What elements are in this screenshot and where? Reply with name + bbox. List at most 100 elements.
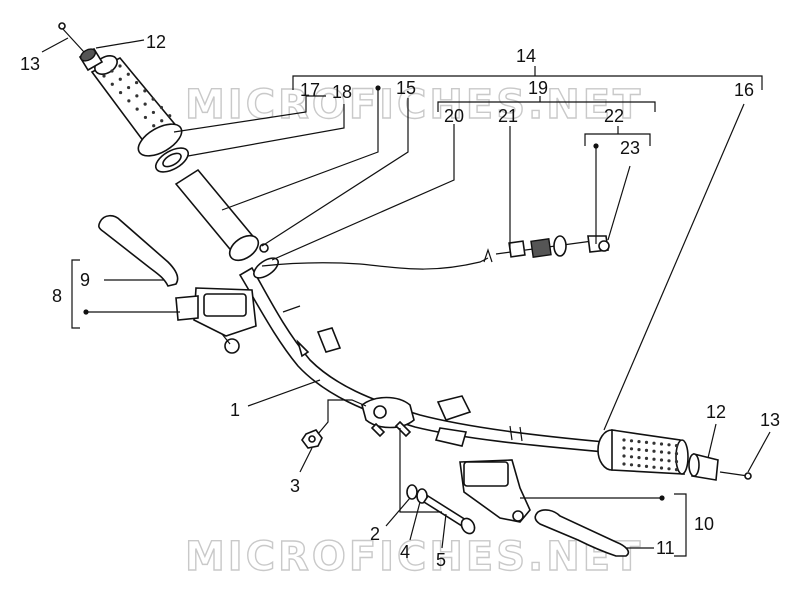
grip-texture-dot (652, 465, 656, 469)
grip-texture-dot (629, 455, 634, 459)
right-bar-end-screw (719, 471, 752, 480)
nut (301, 429, 323, 449)
leader-lines (41, 37, 771, 557)
grip-texture-dot (127, 99, 131, 103)
right-grip-dots (622, 438, 679, 472)
grip-texture-dot (667, 467, 671, 471)
throttle-cable (261, 257, 489, 270)
grip-texture-dot (637, 464, 641, 468)
right-brake-lever (534, 509, 630, 557)
grip-texture-dot (674, 452, 679, 456)
grip-texture-dot (637, 456, 641, 460)
grip-texture-dot (644, 440, 649, 444)
left-grip-dots (102, 64, 172, 128)
callout-5: 5 (436, 550, 446, 570)
grip-texture-dot (622, 462, 626, 466)
watermark-bottom: MICROFICHES.NET (185, 534, 643, 580)
grip-texture-dot (652, 457, 656, 461)
callout-19: 19 (528, 78, 548, 98)
callout-16: 16 (734, 80, 754, 100)
callout-23: 23 (620, 138, 640, 158)
callout-4: 4 (400, 542, 410, 562)
washer-lock (416, 488, 428, 504)
grip-texture-dot (667, 451, 671, 455)
grip-texture-dot (629, 463, 634, 467)
grip-texture-dot (659, 458, 664, 462)
grip-texture-dot (659, 450, 664, 454)
callout-numbers: 13 12 14 17 18 15 19 16 20 21 22 23 9 8 … (20, 32, 780, 570)
left-master-cylinder (175, 287, 257, 354)
callout-13-right: 13 (760, 410, 780, 430)
callout-20: 20 (444, 106, 464, 126)
grip-texture-dot (622, 454, 626, 458)
grip-texture-dot (667, 459, 671, 463)
right-bar-end-cap (688, 452, 719, 481)
callout-11: 11 (656, 538, 675, 558)
grip-texture-dot (168, 114, 172, 118)
grip-texture-dot (110, 82, 114, 86)
grip-texture-dot (118, 90, 123, 95)
right-grip (597, 429, 689, 475)
grip-texture-dot (637, 448, 641, 452)
grip-texture-dot (622, 446, 626, 450)
grip-texture-dot (102, 74, 106, 78)
grip-texture-dot (674, 460, 679, 464)
grip-texture-dot (674, 444, 679, 448)
grip-texture-dot (644, 448, 649, 452)
grip-texture-dot (159, 105, 164, 110)
grip-texture-dot (152, 124, 156, 128)
callout-10: 10 (694, 514, 714, 534)
callout-15: 15 (396, 78, 416, 98)
right-master-cylinder (459, 459, 531, 523)
grip-texture-dot (652, 449, 656, 453)
grip-texture-dot (652, 441, 656, 445)
watermark-top: MICROFICHES.NET (185, 82, 643, 128)
callout-2: 2 (370, 524, 380, 544)
grip-texture-dot (135, 94, 139, 98)
grip-texture-dot (659, 466, 664, 470)
grip-texture-dot (143, 102, 147, 106)
left-bar-end-screw (58, 22, 85, 53)
grip-texture-dot (674, 468, 679, 472)
left-bar-end-cap (78, 47, 104, 72)
grip-texture-dot (126, 72, 130, 76)
callout-22: 22 (604, 106, 624, 126)
grip-texture-dot (644, 456, 649, 460)
left-brake-lever (98, 214, 179, 287)
grip-texture-dot (622, 438, 626, 442)
washer-small (406, 484, 418, 500)
grip-texture-dot (629, 439, 634, 443)
grip-texture-dot (126, 85, 131, 90)
grip-texture-dot (151, 110, 156, 115)
callout-9: 9 (80, 270, 90, 290)
throttle-cable-assembly (483, 235, 610, 263)
grip-texture-dot (151, 97, 155, 101)
callout-3: 3 (290, 476, 300, 496)
grip-texture-dot (637, 440, 641, 444)
grip-texture-dot (134, 80, 139, 85)
grip-texture-dot (160, 119, 164, 123)
callout-14: 14 (516, 46, 536, 66)
grip-texture-dot (143, 89, 147, 93)
throttle-tube (174, 168, 279, 279)
grip-texture-dot (667, 443, 671, 447)
grip-texture-dot (118, 77, 122, 81)
callout-1: 1 (230, 400, 240, 420)
callout-12-right: 12 (706, 402, 726, 422)
callout-8: 8 (52, 286, 62, 306)
callout-13-left: 13 (20, 54, 40, 74)
grip-texture-dot (118, 64, 122, 68)
grip-texture-dot (659, 442, 664, 446)
callout-17: 17 (300, 80, 320, 100)
grip-texture-dot (135, 107, 139, 111)
grip-texture-dot (143, 115, 148, 120)
callout-18: 18 (332, 82, 352, 102)
left-grip-flange (137, 123, 183, 157)
callout-12-left: 12 (146, 32, 166, 52)
grip-texture-dot (629, 447, 634, 451)
grip-texture-dot (644, 464, 649, 468)
handlebar-tube (238, 266, 606, 453)
grip-texture-dot (110, 69, 114, 73)
callout-21: 21 (498, 106, 518, 126)
